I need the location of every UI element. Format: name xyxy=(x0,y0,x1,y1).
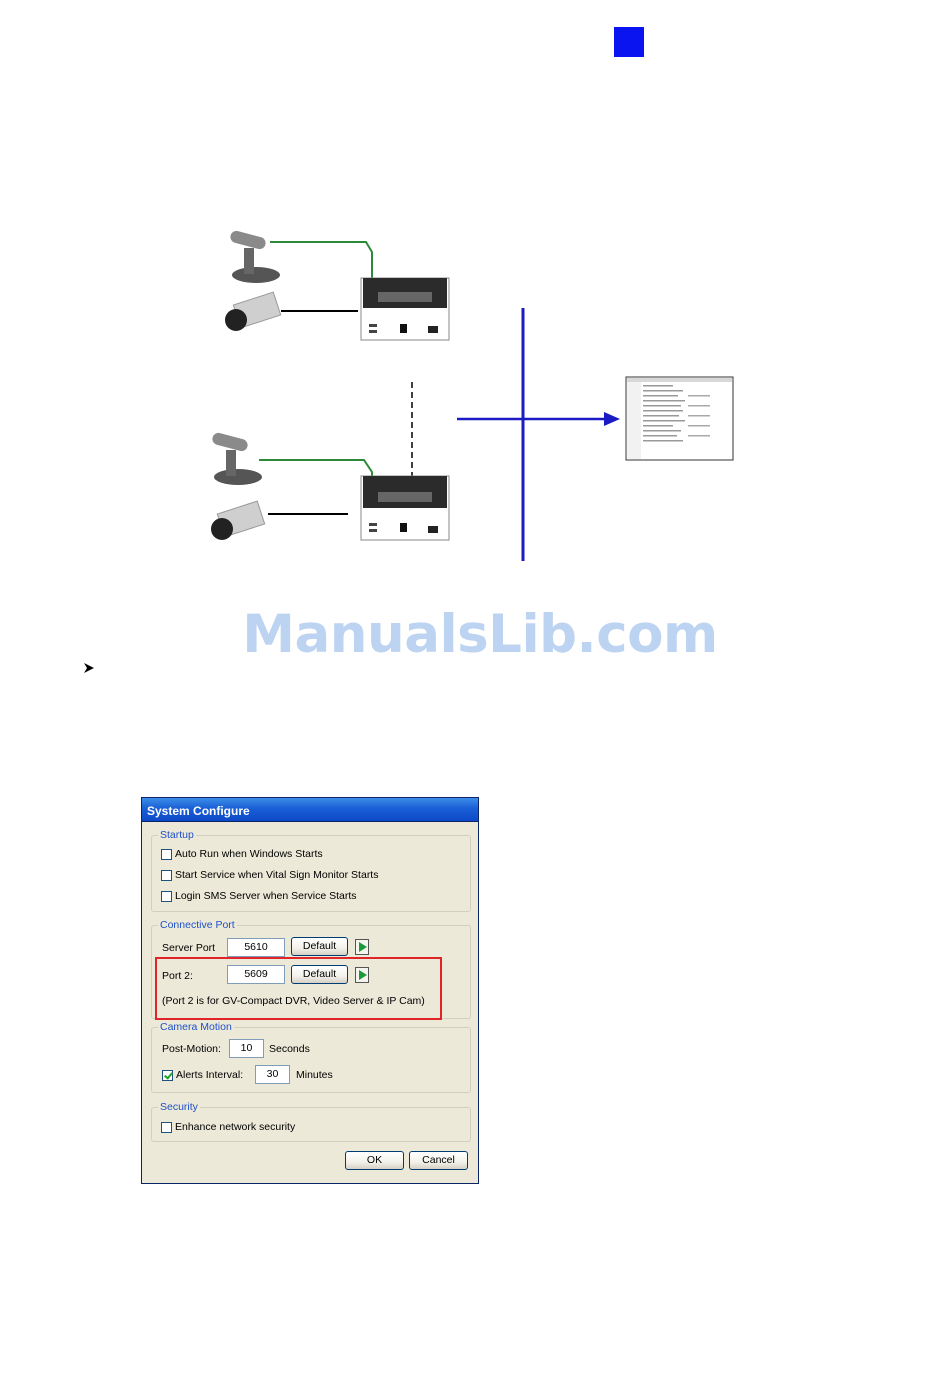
alerts-interval-checkbox[interactable] xyxy=(162,1069,173,1081)
arrowhead-bullet-icon xyxy=(84,663,94,673)
connective-port-group: Connective Port Server Port 5610 Default… xyxy=(151,919,471,1019)
startup-legend: Startup xyxy=(158,829,196,841)
port2-default-button[interactable]: Default xyxy=(291,965,348,984)
port2-input[interactable]: 5609 xyxy=(227,965,285,984)
camera-icon xyxy=(211,500,266,540)
login-sms-option[interactable]: Login SMS Server when Service Starts xyxy=(161,890,357,902)
dialog-title: System Configure xyxy=(142,798,478,822)
security-group: Security Enhance network security xyxy=(151,1101,471,1142)
network-diagram xyxy=(211,230,734,561)
microphone-icon xyxy=(212,432,262,485)
server-port-input[interactable]: 5610 xyxy=(227,938,285,957)
security-legend: Security xyxy=(158,1101,200,1113)
server-port-default-button[interactable]: Default xyxy=(291,937,348,956)
dialog-body: Startup Auto Run when Windows Starts Sta… xyxy=(145,823,475,1180)
watermark: ManualsLib.com xyxy=(242,604,718,665)
microphone-icon xyxy=(230,230,280,283)
post-motion-unit: Seconds xyxy=(269,1043,310,1055)
auto-run-checkbox[interactable] xyxy=(161,848,172,860)
alerts-interval-label: Alerts Interval: xyxy=(176,1069,244,1081)
dvr-device-icon xyxy=(360,475,450,541)
dvr-device-icon xyxy=(360,277,450,341)
enhance-security-option[interactable]: Enhance network security xyxy=(161,1121,295,1133)
auto-run-option[interactable]: Auto Run when Windows Starts xyxy=(161,848,323,860)
post-motion-input[interactable]: 10 xyxy=(229,1039,264,1058)
start-service-label: Start Service when Vital Sign Monitor St… xyxy=(175,869,379,881)
monitor-screen-icon xyxy=(625,376,734,461)
post-motion-label: Post-Motion: xyxy=(162,1043,221,1055)
port2-label: Port 2: xyxy=(162,970,193,982)
server-port-label: Server Port xyxy=(162,942,216,954)
auto-run-label: Auto Run when Windows Starts xyxy=(175,848,323,860)
enhance-security-checkbox[interactable] xyxy=(161,1121,172,1133)
camera-icon xyxy=(225,291,282,331)
login-sms-label: Login SMS Server when Service Starts xyxy=(175,890,357,902)
enhance-security-label: Enhance network security xyxy=(175,1121,296,1133)
cancel-button[interactable]: Cancel xyxy=(409,1151,468,1170)
alerts-interval-input[interactable]: 30 xyxy=(255,1065,290,1084)
ok-button[interactable]: OK xyxy=(345,1151,404,1170)
alerts-interval-unit: Minutes xyxy=(296,1069,333,1081)
connective-port-legend: Connective Port xyxy=(158,919,237,931)
login-sms-checkbox[interactable] xyxy=(161,890,172,902)
system-configure-dialog: System Configure Startup Auto Run when W… xyxy=(141,797,479,1184)
server-port-play-icon[interactable] xyxy=(355,939,369,955)
camera-motion-group: Camera Motion Post-Motion: 10 Seconds Al… xyxy=(151,1021,471,1093)
startup-group: Startup Auto Run when Windows Starts Sta… xyxy=(151,829,471,912)
camera-motion-legend: Camera Motion xyxy=(158,1021,234,1033)
chapter-marker xyxy=(614,27,644,57)
alerts-interval-option[interactable]: Alerts Interval: xyxy=(162,1069,243,1081)
port2-play-icon[interactable] xyxy=(355,967,369,983)
port2-note: (Port 2 is for GV-Compact DVR, Video Ser… xyxy=(162,995,425,1007)
start-service-checkbox[interactable] xyxy=(161,869,172,881)
start-service-option[interactable]: Start Service when Vital Sign Monitor St… xyxy=(161,869,378,881)
